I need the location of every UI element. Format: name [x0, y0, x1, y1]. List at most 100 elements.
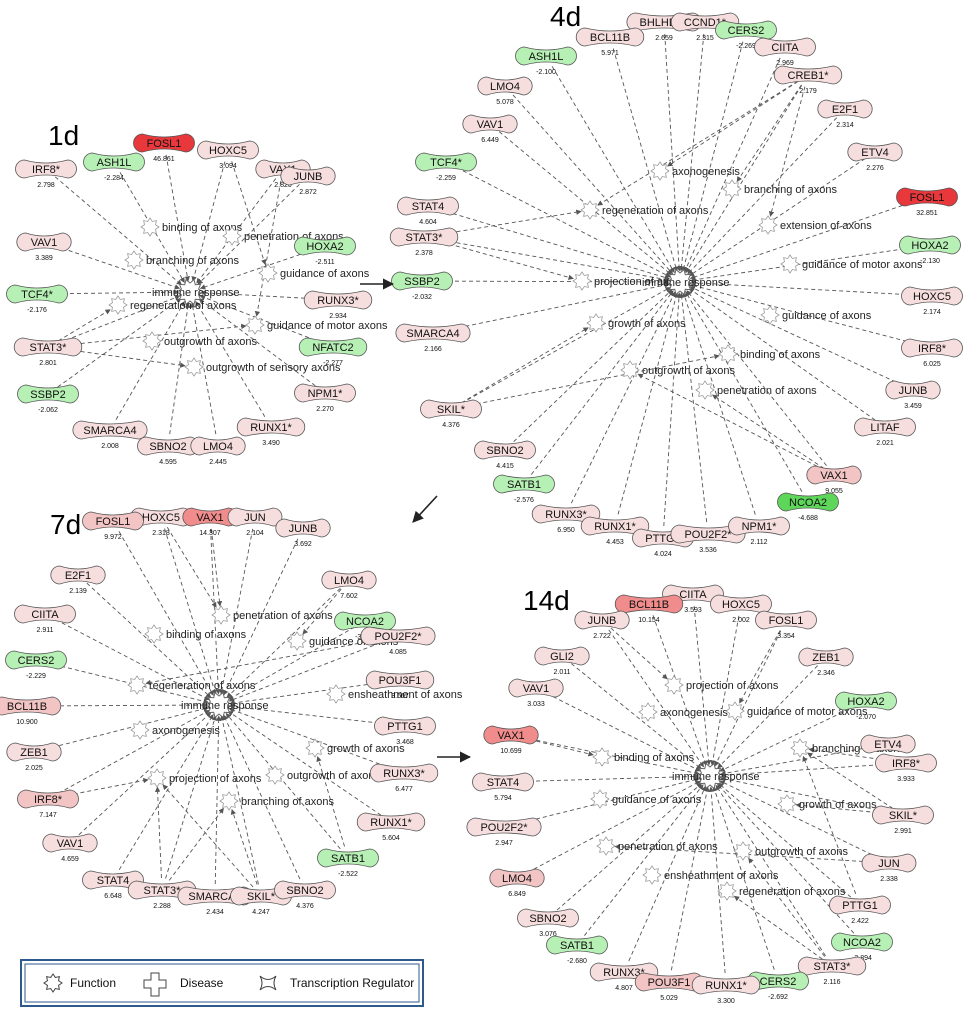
function-node: projection of axons [147, 768, 262, 788]
gene-node: NCOA2-2.894 [831, 932, 893, 962]
gear-icon [265, 765, 285, 785]
fold-change-value: 4.604 [419, 219, 437, 226]
gene-label: NPM1* [308, 388, 344, 400]
gear-icon [287, 631, 307, 651]
fold-change-value: 10.900 [16, 719, 38, 726]
gene-label: SATB1 [507, 479, 541, 491]
edge [612, 48, 679, 272]
gene-label: SBNO2 [286, 885, 323, 897]
gene-label: ASH1L [529, 51, 564, 63]
gene-label: HOXA2 [911, 240, 948, 252]
fold-change-value: 3.667 [391, 693, 409, 700]
gene-label: POU2F2* [480, 822, 528, 834]
edge [228, 626, 355, 700]
function-label: guidance of axons [280, 268, 370, 280]
gene-label: JUN [878, 858, 899, 870]
edge [610, 627, 668, 680]
gene-label: GLI2 [550, 651, 574, 663]
gene-node: SATB1-2.576 [493, 474, 555, 504]
edge [229, 704, 394, 726]
gene-label: STAT3* [30, 342, 68, 354]
fold-change-value: 2.008 [101, 443, 119, 450]
function-label: guidance of motor axons [267, 320, 388, 332]
fold-change-value: 7.602 [340, 593, 358, 600]
gene-label: RUNX1* [250, 422, 292, 434]
function-node: guidance of motor axons [780, 254, 923, 274]
gene-node: SATB1-2.522 [317, 848, 379, 878]
edge [118, 531, 214, 696]
edge [168, 807, 224, 881]
function-node: guidance of axons [760, 305, 872, 325]
gene-label: STAT4 [487, 777, 520, 789]
gene-node: RUNX3*6.950 [531, 504, 601, 534]
gear-icon [211, 605, 231, 625]
fold-change-value: 3.300 [717, 998, 735, 1005]
fold-change-value: -2.511 [315, 259, 334, 266]
transcription-regulator-icon [13, 337, 83, 357]
edge [617, 292, 679, 515]
edge [59, 295, 181, 344]
gear-icon [638, 702, 658, 722]
gene-label: BCL11B [629, 599, 669, 611]
function-node: growth of axons [777, 794, 877, 814]
edge [58, 309, 111, 342]
gene-label: ETV4 [861, 147, 889, 159]
transcription-regulator-icon [546, 935, 608, 955]
fold-change-value: 2.011 [554, 669, 571, 676]
center-label: immune response [181, 700, 268, 712]
function-label: regeneration of axons [149, 680, 256, 692]
edge [154, 786, 162, 879]
gear-icon [790, 738, 810, 758]
gene-label: STAT3* [406, 232, 444, 244]
gene-label: SBNO2 [149, 441, 186, 453]
edge [614, 844, 878, 863]
edge [690, 280, 921, 296]
transcription-regulator-icon [860, 734, 916, 754]
fold-change-value: 3.593 [684, 607, 702, 614]
fold-change-value: 3.933 [897, 776, 915, 783]
fold-change-value: 4.453 [606, 539, 624, 546]
fold-change-value: 2.346 [817, 670, 835, 677]
fold-change-value: 3.033 [527, 701, 545, 708]
edge [664, 33, 682, 272]
edge [546, 693, 701, 772]
gene-label: SKIL* [247, 891, 276, 903]
function-label: axonogenesis [660, 707, 728, 719]
function-label: growth of axons [327, 743, 405, 755]
gear-icon [258, 263, 278, 283]
fold-change-value: 2.338 [880, 876, 898, 883]
fold-change-value: 9.055 [825, 488, 843, 495]
fold-change-value: -2.522 [338, 871, 358, 878]
fold-change-value: 7.147 [39, 812, 57, 819]
function-label: binding of axons [740, 349, 821, 361]
function-label: penetration of axons [618, 841, 718, 853]
edge [720, 745, 877, 776]
fold-change-value: -2.284 [104, 175, 124, 182]
fold-change-value: 2.002 [732, 617, 750, 624]
function-node: guidance of motor axons [245, 315, 388, 335]
function-label: guidance of axons [612, 794, 702, 806]
gene-label: ZEB1 [20, 747, 48, 759]
gene-label: SSBP2 [404, 276, 439, 288]
gene-label: NCOA2 [789, 497, 827, 509]
edge [667, 81, 799, 167]
fold-change-value: 5.078 [496, 99, 514, 106]
center-node: immune response [181, 691, 268, 719]
gene-label: JUNB [588, 615, 617, 627]
fold-change-value: 2.104 [246, 530, 264, 537]
gene-node: STAT3*2.378 [389, 227, 459, 257]
fold-change-value: 5.604 [382, 835, 400, 842]
fold-change-value: 46.861 [153, 156, 175, 163]
edge [768, 86, 806, 217]
